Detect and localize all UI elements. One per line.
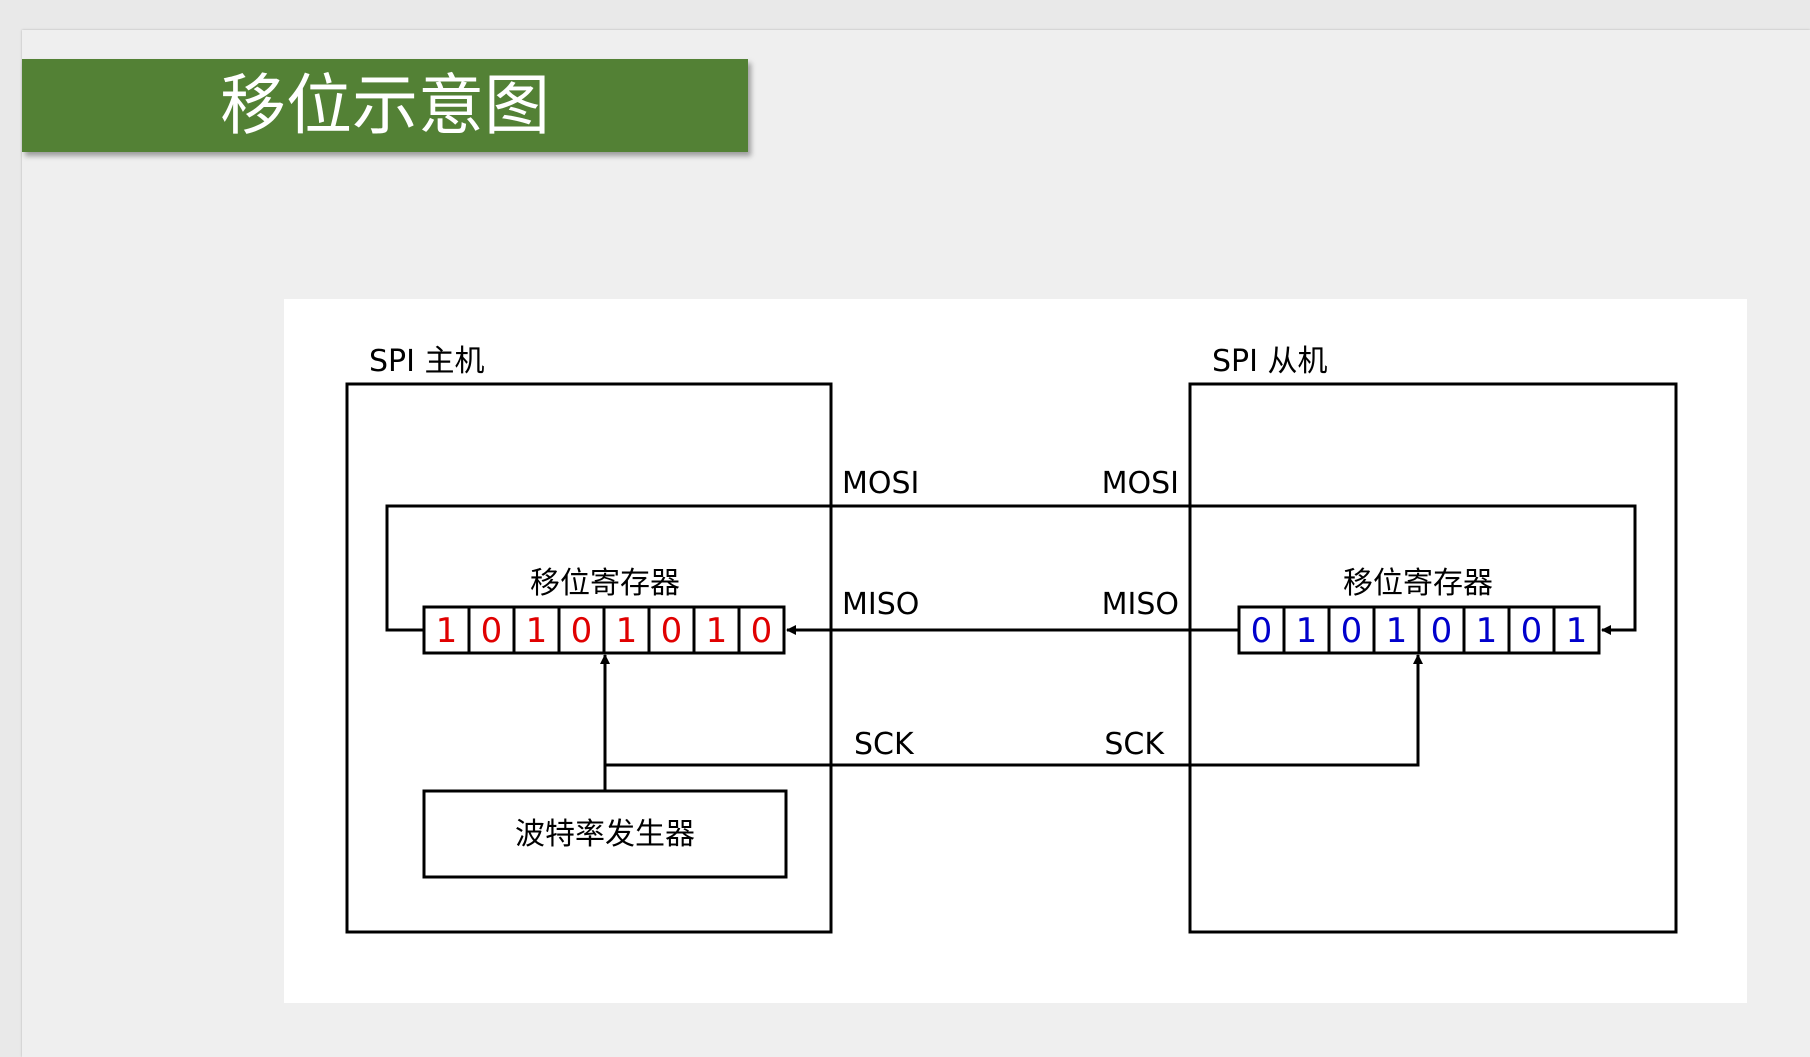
- slave-box: [1188, 382, 1678, 934]
- miso-master-label: MISO: [842, 587, 919, 622]
- master-label: SPI 主机: [369, 344, 485, 379]
- slave-register-label: 移位寄存器: [1343, 566, 1493, 601]
- mosi-master-label: MOSI: [842, 466, 919, 501]
- slave-register-bit: 1: [1566, 611, 1588, 651]
- master-register-label: 移位寄存器: [530, 566, 680, 601]
- slave-register-bit: 1: [1296, 611, 1318, 651]
- master-register-bit: 0: [571, 611, 593, 651]
- mosi-line: [385, 504, 1637, 635]
- slave-register-bit: 1: [1476, 611, 1498, 651]
- slave-register-bit: 0: [1341, 611, 1363, 651]
- miso-slave-label: MISO: [1102, 587, 1179, 622]
- master-register-bit: 0: [751, 611, 773, 651]
- sck-master-label: SCK: [854, 727, 915, 762]
- master-box: [345, 382, 833, 934]
- slave-register-bit: 1: [1386, 611, 1408, 651]
- master-register-bit: 0: [661, 611, 683, 651]
- slave-register-bit: 0: [1521, 611, 1543, 651]
- master-register-bit: 1: [706, 611, 728, 651]
- baud-rate-generator-box: [422, 789, 788, 879]
- master-register-bit: 0: [481, 611, 503, 651]
- slave-register-bit: 0: [1251, 611, 1273, 651]
- master-register-bit: 1: [436, 611, 458, 651]
- slide-title: 移位示意图: [220, 67, 550, 144]
- title-banner: 移位示意图: [22, 59, 748, 152]
- slave-register-bit: 0: [1431, 611, 1453, 651]
- baud-rate-generator-label: 波特率发生器: [515, 817, 695, 852]
- mosi-slave-label: MOSI: [1102, 466, 1179, 501]
- master-register-bit: 1: [526, 611, 548, 651]
- sck-slave-label: SCK: [1104, 727, 1165, 762]
- slave-label: SPI 从机: [1212, 344, 1328, 379]
- sck-line: [605, 654, 1423, 767]
- master-register-bit: 1: [616, 611, 638, 651]
